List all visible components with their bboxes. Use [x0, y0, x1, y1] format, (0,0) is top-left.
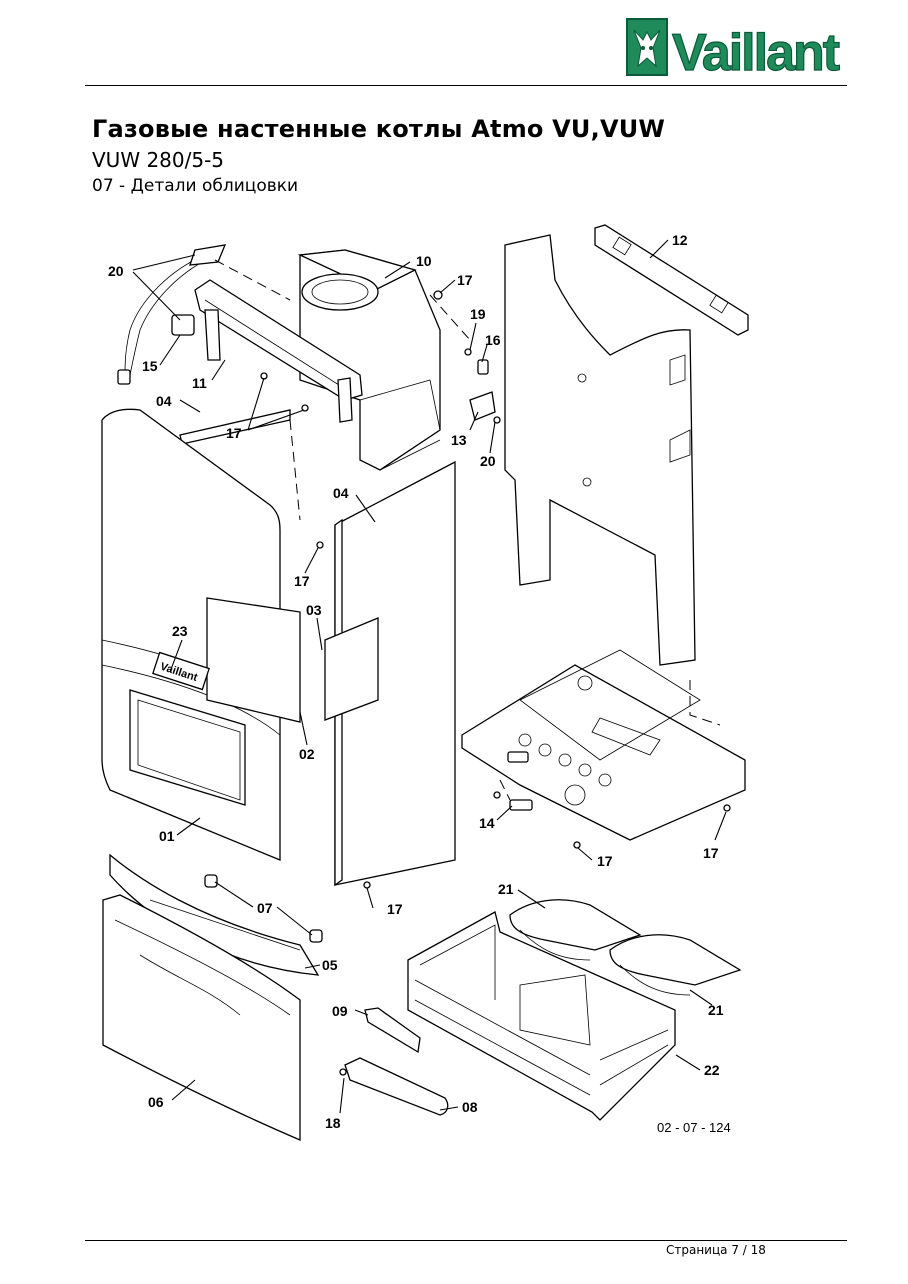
callout-01: 01	[159, 828, 175, 844]
callout-21: 21	[498, 881, 514, 897]
callout-07: 07	[257, 900, 273, 916]
callout-21: 21	[708, 1002, 724, 1018]
callout-02: 02	[299, 746, 315, 762]
assembly-line	[429, 294, 471, 341]
callout-03: 03	[306, 602, 322, 618]
callout-18: 18	[325, 1115, 341, 1131]
part-10-draught-hood	[297, 249, 441, 471]
callout-20: 20	[108, 263, 124, 279]
screws	[260, 290, 731, 1076]
page-title: Газовые настенные котлы Atmo VU,VUW	[92, 115, 666, 143]
callout-04: 04	[333, 485, 349, 501]
assembly-line	[289, 419, 301, 521]
part-07-plugs	[204, 874, 323, 943]
part-03-inner-panel	[324, 617, 379, 721]
section-title: 07 - Детали облицовки	[92, 176, 299, 196]
vaillant-logo: Vaillant	[626, 18, 842, 76]
part-06-front-cover	[102, 894, 301, 1141]
part-14-clip	[507, 751, 533, 811]
footer-rule	[85, 1240, 847, 1241]
callout-16: 16	[485, 332, 501, 348]
part-01-front-casing: Vaillant	[101, 408, 301, 861]
callout-06: 06	[148, 1094, 164, 1110]
rear-frame	[504, 234, 696, 666]
part-08-handle	[344, 1057, 449, 1116]
page-number: Страница 7 / 18	[666, 1243, 766, 1257]
callout-15: 15	[142, 358, 158, 374]
leader-lines	[132, 239, 727, 1114]
callout-09: 09	[332, 1003, 348, 1019]
assembly-line	[499, 779, 511, 801]
part-11-bracket	[194, 279, 363, 423]
callout-17: 17	[597, 853, 613, 869]
logo-wordmark: Vaillant	[672, 24, 840, 76]
part-21-burner-tubes-right	[609, 934, 742, 996]
callout-12: 12	[672, 232, 688, 248]
assembly-line	[689, 680, 721, 726]
callout-11: 11	[192, 375, 207, 391]
assembly-line	[214, 259, 291, 301]
callout-08: 08	[462, 1099, 478, 1115]
part-15-electrode-cable	[117, 244, 227, 385]
callout-17: 17	[457, 272, 473, 288]
part-04-side-panel-right	[334, 460, 456, 887]
base-chassis	[461, 649, 746, 841]
callout-04: 04	[156, 393, 172, 409]
callout-19: 19	[470, 306, 486, 322]
callout-22: 22	[704, 1062, 720, 1078]
callout-labels: 20 10 17 12 19 16 15 11 04 17 13 20 04 1…	[108, 232, 724, 1131]
callout-17: 17	[703, 845, 719, 861]
part-12-rear-bracket	[594, 224, 749, 336]
callout-13: 13	[451, 432, 467, 448]
callout-20: 20	[480, 453, 496, 469]
part-22-burner-box	[407, 911, 676, 1121]
header-rule	[85, 85, 847, 86]
callout-17: 17	[387, 901, 403, 917]
part-21-burner-tubes-left	[509, 899, 642, 961]
callout-23: 23	[172, 623, 188, 639]
callout-14: 14	[479, 815, 495, 831]
callout-17: 17	[226, 425, 242, 441]
drawing-code: 02 - 07 - 124	[657, 1120, 731, 1135]
callout-10: 10	[416, 253, 432, 269]
part-13-16-19-fittings	[464, 348, 496, 421]
part-09-insert	[364, 1007, 421, 1054]
model-number: VUW 280/5-5	[92, 148, 225, 172]
callout-17: 17	[294, 573, 310, 589]
callout-05: 05	[322, 957, 338, 973]
